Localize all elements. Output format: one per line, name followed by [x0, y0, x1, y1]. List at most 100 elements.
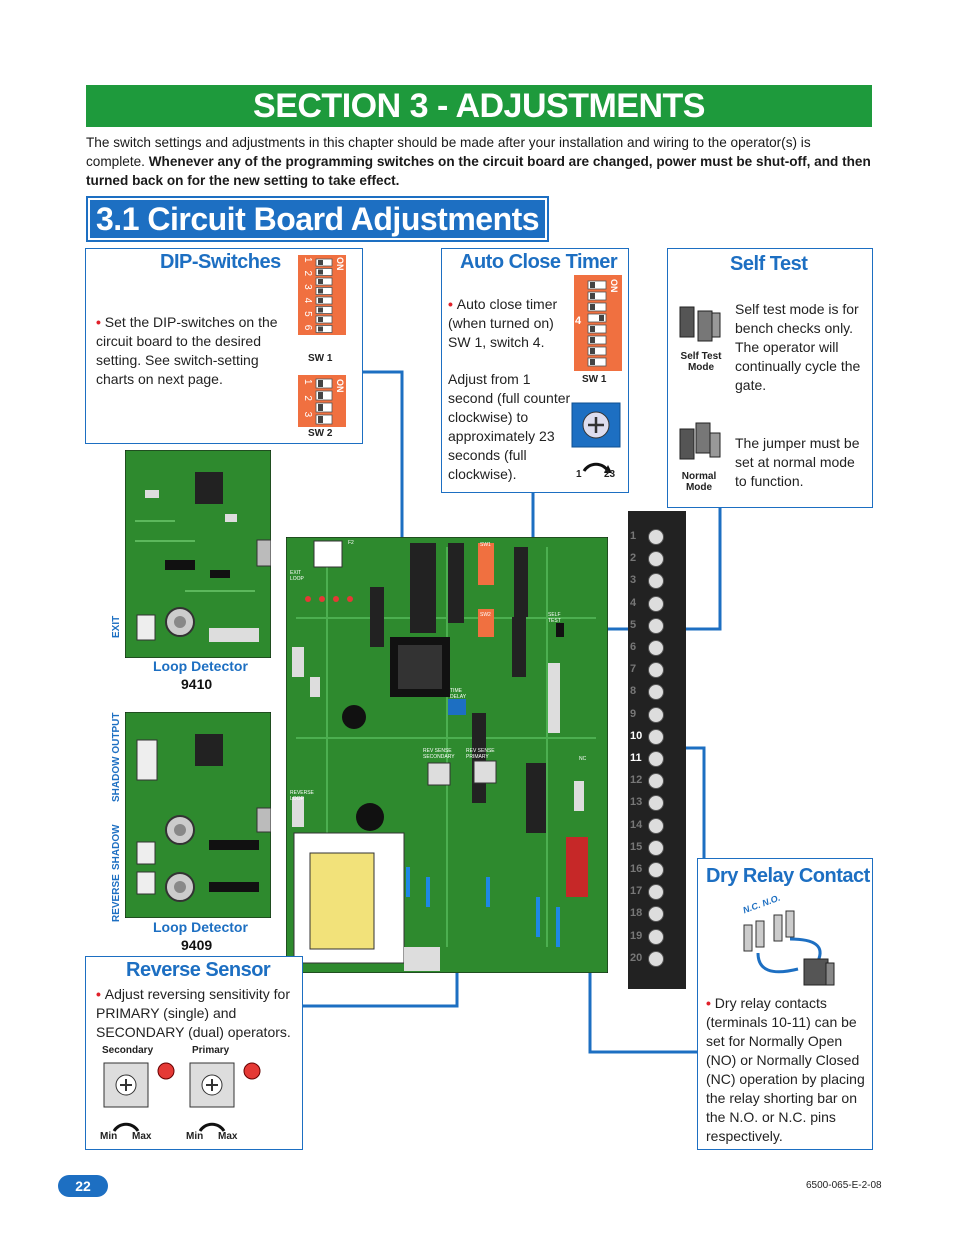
terminal-screw-icon [648, 706, 664, 723]
secondary-pot-icon [103, 1062, 175, 1132]
terminal-number: 2 [630, 552, 637, 565]
terminal-screw-icon [648, 928, 664, 945]
terminal-screw-icon [648, 617, 664, 634]
terminal-number: 1 [630, 530, 637, 542]
loop-9410-model: 9410 [181, 676, 213, 692]
auto-close-title: Auto Close Timer [460, 251, 618, 273]
terminal-19: 19 [628, 927, 686, 947]
self-test-title: Self Test [730, 253, 808, 275]
self-test-text2: The jumper must be set at normal mode to… [735, 435, 860, 489]
dip-switches-title: DIP-Switches [160, 251, 281, 273]
terminal-4: 4 [628, 594, 686, 614]
loop-9409-reverse-label: REVERSE [111, 874, 122, 922]
sw2-dip-icon [298, 375, 346, 427]
normal-mode-label: Normal Mode [681, 471, 717, 493]
board-self-test-label: SELF TEST [548, 612, 561, 624]
primary-min: Min [186, 1131, 204, 1142]
auto-close-text2: Adjust from 1 second (full counter clock… [448, 371, 571, 482]
terminal-6: 6 [628, 638, 686, 658]
terminal-7: 7 [628, 660, 686, 680]
terminal-14: 14 [628, 816, 686, 836]
terminal-16: 16 [628, 860, 686, 880]
sw2-on-label: ON [335, 379, 345, 393]
terminal-5: 5 [628, 616, 686, 636]
board-f2-label: F2 [348, 540, 354, 546]
terminal-screw-icon [648, 862, 664, 878]
sw1-label: SW 1 [308, 353, 333, 364]
terminal-number: 3 [630, 574, 637, 587]
terminal-number: 10 [630, 729, 643, 742]
dip-switches-desc: Set the DIP-switches on the circuit boar… [96, 314, 278, 387]
dial-max-label: 23 [604, 469, 616, 480]
terminal-screw-icon [648, 573, 664, 590]
dip-switches-panel: DIP-Switches • Set the DIP-switches on t… [85, 248, 363, 444]
sw1-dip-icon [298, 255, 346, 335]
sw1-numbers: 1 2 3 4 5 6 7 8 [302, 257, 313, 360]
terminal-number: 9 [630, 707, 637, 720]
subsection-title: 3.1 Circuit Board Adjustments [86, 196, 550, 242]
terminal-20: 20 [628, 949, 686, 969]
terminal-number: 17 [630, 885, 643, 898]
loop-9410-name: Loop Detector [153, 658, 248, 674]
terminal-screw-icon [648, 595, 664, 612]
terminal-15: 15 [628, 838, 686, 858]
terminal-number: 20 [630, 951, 643, 964]
terminal-screw-icon [648, 817, 664, 834]
terminal-3: 3 [628, 571, 686, 591]
timer-potentiometer-icon [571, 402, 621, 473]
auto-close-desc1: Auto close timer (when turned on) SW 1, … [448, 296, 558, 350]
terminal-screw-icon [648, 884, 664, 901]
loop-detector-9409-board [125, 712, 271, 918]
terminal-number: 14 [630, 818, 643, 831]
terminal-number: 18 [630, 907, 643, 920]
doc-number: 6500-065-E-2-08 [806, 1180, 882, 1191]
auto-close-text1: • Auto close timer (when turned on) SW 1… [448, 295, 572, 352]
sw2-numbers: 1 2 3 4 [302, 379, 313, 438]
primary-label: Primary [192, 1045, 230, 1056]
terminal-number: 19 [630, 929, 643, 942]
terminal-10: 10 [628, 727, 686, 747]
terminal-18: 18 [628, 904, 686, 924]
loop-9410-exit-label: EXIT [111, 615, 122, 638]
reverse-sensor-text: • Adjust reversing sensitivity for PRIMA… [96, 985, 296, 1042]
jumper-selftest-icon [679, 306, 721, 342]
reverse-sensor-panel: Reverse Sensor • Adjust reversing sensit… [85, 956, 303, 1150]
bullet-icon: • [706, 995, 711, 1011]
terminal-12: 12 [628, 771, 686, 791]
board-nc-label: NC [579, 756, 587, 762]
dry-relay-title: Dry Relay Contact [706, 865, 870, 887]
terminal-number: 16 [630, 863, 643, 875]
loop-9409-model: 9409 [181, 937, 213, 953]
loop-9409-shadow-output-label: SHADOW OUTPUT [111, 712, 122, 802]
relay-jumper-icon [743, 910, 835, 986]
board-time-delay-label: TIME DELAY [450, 688, 467, 700]
jumper-normal-icon [679, 422, 721, 460]
terminal-screw-icon [648, 662, 664, 679]
intro-text: The switch settings and adjustments in t… [86, 135, 811, 169]
selftest-mode-label: Self Test Mode [680, 351, 722, 373]
page-number: 22 [58, 1175, 108, 1197]
self-test-panel: Self Test Self Test Mode Self test mode … [667, 248, 873, 508]
board-rev-primary-label: REV SENSE PRIMARY [466, 748, 495, 760]
loop-9409-name: Loop Detector [153, 919, 248, 935]
board-sw1-label: SW1 [480, 542, 491, 548]
terminal-number: 15 [630, 840, 643, 853]
board-sw2-label: SW2 [480, 612, 491, 618]
loop-detector-9410-board [125, 450, 271, 658]
terminal-screw-icon [648, 728, 664, 745]
bullet-icon: • [96, 314, 101, 330]
main-circuit-board [286, 537, 608, 973]
terminal-screw-icon [648, 529, 664, 545]
terminal-1: 1 [628, 527, 686, 547]
terminal-number: 4 [630, 596, 637, 609]
intro-warning: Whenever any of the programming switches… [86, 154, 871, 188]
terminal-number: 6 [630, 641, 637, 653]
terminal-number: 5 [630, 618, 637, 631]
secondary-max: Max [132, 1131, 152, 1142]
timer-switch-number: 4 [575, 315, 582, 327]
terminal-2: 2 [628, 549, 686, 569]
dip-switches-text: • Set the DIP-switches on the circuit bo… [96, 313, 288, 389]
self-test-text1: Self test mode is for bench checks only.… [735, 301, 861, 393]
terminal-number: 8 [630, 685, 637, 698]
terminal-number: 12 [630, 774, 643, 787]
